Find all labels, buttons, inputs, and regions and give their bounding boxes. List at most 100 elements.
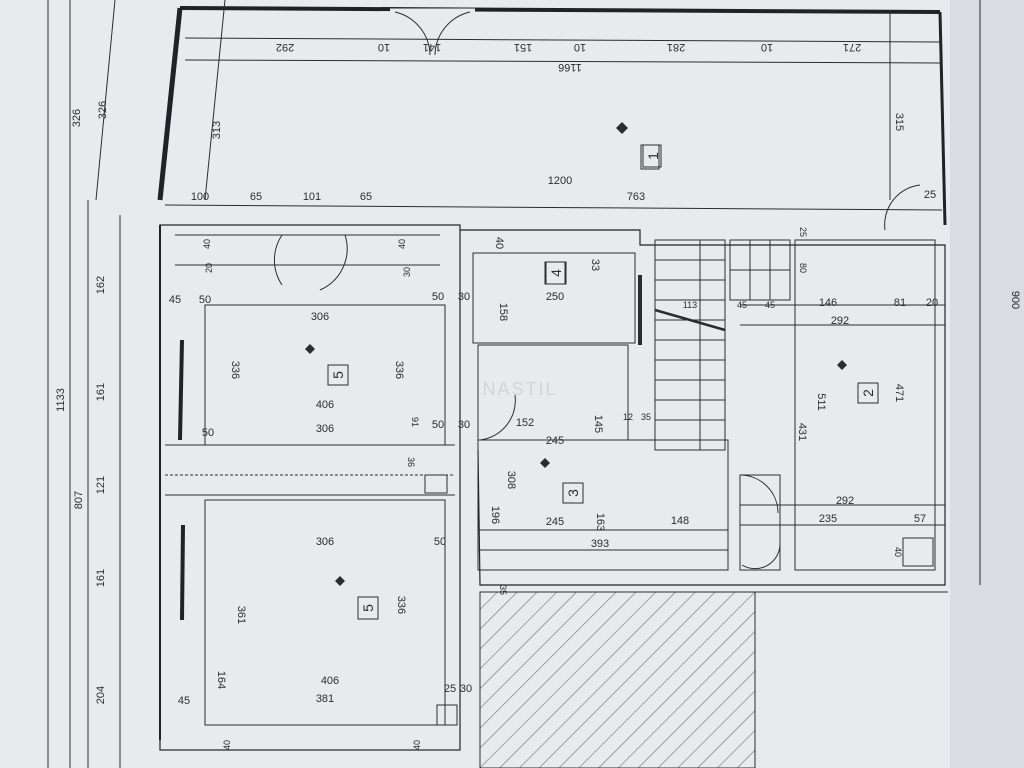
misc-dimensions: 40 20 40 30 91 36 12 35 40 40 35 40 (202, 239, 903, 750)
level-markers (305, 122, 847, 586)
dim-5b-30: 30 (460, 683, 472, 695)
stairs-dimensions: 113 45 45 80 25 (683, 227, 808, 310)
left-dimensions: 326 326 313 1133 807 162 161 121 161 204 (55, 101, 223, 704)
dim-mid-5: 25 (924, 189, 936, 201)
dim-2-511: 511 (815, 393, 827, 411)
dim-3-145: 145 (592, 415, 604, 433)
dim-5b-164: 164 (215, 671, 227, 689)
room-5b-dimensions: 306 406 381 336 361 164 45 25 30 50 (178, 536, 472, 707)
dim-st-80: 80 (798, 263, 808, 273)
dim-3-148: 148 (671, 515, 689, 527)
dim-top-6: 10 (761, 41, 773, 53)
level-marker-icon (335, 576, 345, 586)
dim-3-308: 308 (505, 471, 517, 489)
dim-left-161b: 161 (95, 569, 107, 587)
dim-5a-50b: 50 (199, 294, 211, 306)
dim-misc-40d: 40 (412, 740, 422, 750)
dim-misc-35b: 35 (498, 585, 508, 595)
dim-left-161a: 161 (95, 383, 107, 401)
dim-5b-306: 306 (316, 536, 334, 548)
dim-left-162: 162 (95, 276, 107, 294)
dim-5a-336b: 336 (393, 361, 405, 379)
level-marker-icon (540, 458, 550, 468)
dim-5a-45: 45 (169, 294, 181, 306)
room-5 (165, 234, 458, 726)
room-5b-number: 5 (360, 604, 376, 612)
dim-5a-336: 336 (229, 361, 241, 379)
room-5b-box (357, 596, 379, 620)
room-2-number: 2 (860, 389, 876, 397)
room-2-box (857, 382, 879, 404)
room-1 (164, 8, 943, 231)
room-3-box (562, 482, 584, 504)
dim-2-146: 146 (819, 297, 837, 309)
dim-mid-0: 100 (191, 191, 209, 203)
dim-4-40: 40 (493, 237, 505, 249)
dim-5a-30: 30 (458, 291, 470, 303)
dim-2-20: 20 (926, 297, 938, 309)
dim-misc-35: 35 (641, 412, 651, 422)
dim-left-326b: 326 (97, 101, 109, 119)
dim-5b-336: 336 (395, 596, 407, 614)
dim-misc-40c: 40 (222, 740, 232, 750)
room-5a-dimensions: 306 406 306 50 30 45 50 50 30 50 336 336 (169, 291, 470, 439)
dim-2-292a: 292 (831, 315, 849, 327)
dim-misc-40a: 40 (202, 239, 212, 249)
paper-shade (950, 0, 1024, 768)
dim-misc-40e: 40 (893, 547, 903, 557)
dim-st-25: 25 (798, 227, 808, 237)
dim-top-7: 271 (843, 41, 861, 53)
outer-walls (157, 6, 947, 751)
dim-5a-50: 50 (432, 291, 444, 303)
dim-top-4: 10 (574, 41, 586, 53)
dim-top-3: 151 (514, 41, 532, 53)
staircase (638, 239, 791, 451)
dim-mid-total: 1200 (548, 175, 572, 187)
dim-3-152: 152 (516, 417, 534, 429)
dim-5b-50: 50 (434, 536, 446, 548)
room-4-dimensions: 250 158 40 33 (493, 237, 601, 321)
dim-left-1133: 1133 (55, 388, 67, 412)
dim-left-121: 121 (95, 476, 107, 494)
dim-5a-30b: 30 (458, 419, 470, 431)
room-3 (477, 344, 729, 571)
dim-2-81: 81 (894, 297, 906, 309)
dim-misc-20: 20 (204, 263, 214, 273)
dim-3-163: 163 (594, 513, 606, 531)
dim-2-292b: 292 (836, 495, 854, 507)
dim-mid-4: 763 (627, 191, 645, 203)
left-dimension-lines (47, 0, 981, 768)
dim-st-45a: 45 (737, 300, 747, 310)
dim-5a-306: 306 (311, 311, 329, 323)
room-2-dimensions: 292 146 81 20 471 511 431 292 235 57 (796, 297, 938, 525)
dim-left-807: 807 (73, 491, 85, 509)
dim-st-45b: 45 (765, 300, 775, 310)
dim-3-196: 196 (489, 506, 501, 524)
dim-top-2: 141 (423, 41, 441, 53)
dim-left-204: 204 (95, 686, 107, 704)
room-2 (739, 239, 945, 571)
dim-5b-25: 25 (444, 683, 456, 695)
top-dimensions: 292 10 141 151 10 281 10 271 1166 (276, 41, 861, 73)
room-5a-number: 5 (330, 371, 346, 379)
room-1-number: 1 (645, 152, 661, 160)
level-marker-icon (616, 122, 628, 134)
dim-top-0: 292 (276, 41, 294, 53)
right-dimensions: 900 315 (893, 113, 1021, 309)
dim-top-total: 1166 (558, 61, 582, 73)
room-1-box (642, 144, 662, 168)
dim-mid-2: 101 (303, 191, 321, 203)
dim-top-1: 10 (378, 41, 390, 53)
room-4-number: 4 (548, 269, 564, 277)
room-3-dimensions: 245 245 393 308 196 152 145 163 148 (489, 415, 689, 550)
hatched-area (479, 591, 756, 768)
dim-st-113: 113 (683, 300, 697, 310)
room-5a-box (327, 364, 349, 386)
mid-dimensions: 1200 100 65 101 65 763 25 (191, 175, 936, 203)
dim-5a-406: 406 (316, 399, 334, 411)
dim-3-245b: 245 (546, 516, 564, 528)
dim-2-431: 431 (796, 423, 808, 441)
dim-misc-36: 36 (406, 457, 416, 467)
dim-5b-381: 381 (316, 693, 334, 705)
